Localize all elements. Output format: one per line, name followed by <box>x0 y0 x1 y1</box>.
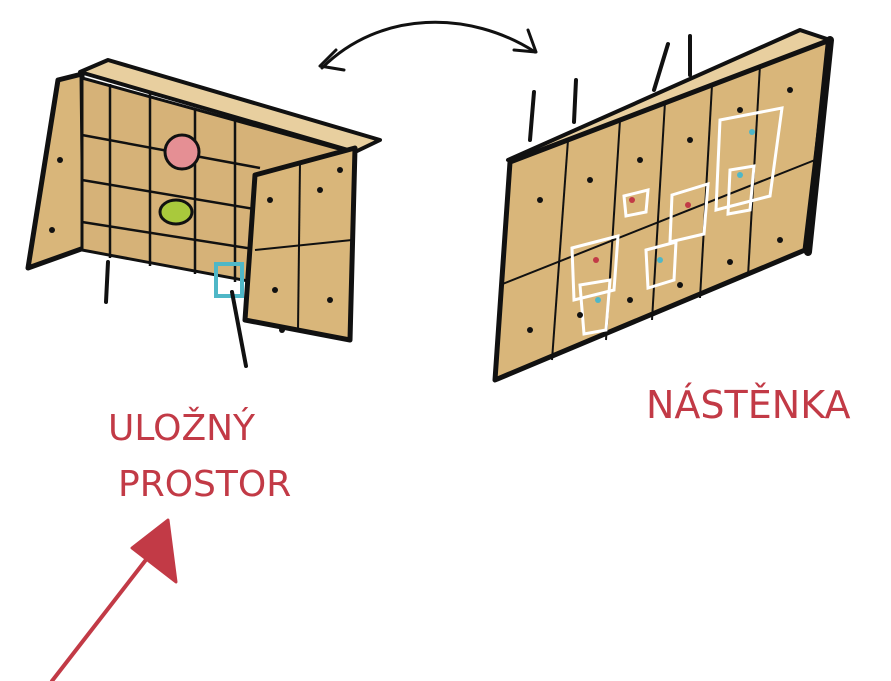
swap-arrow <box>318 20 538 72</box>
pinboard-panel <box>492 28 834 383</box>
pinboard-label: NÁSTĚNKA <box>646 383 850 427</box>
storage-cabinet <box>25 58 382 368</box>
storage-label-line2: PROSTOR <box>118 464 291 505</box>
red-pointer-arrow <box>50 518 178 681</box>
storage-label-line1: ULOŽNÝ <box>108 407 256 449</box>
